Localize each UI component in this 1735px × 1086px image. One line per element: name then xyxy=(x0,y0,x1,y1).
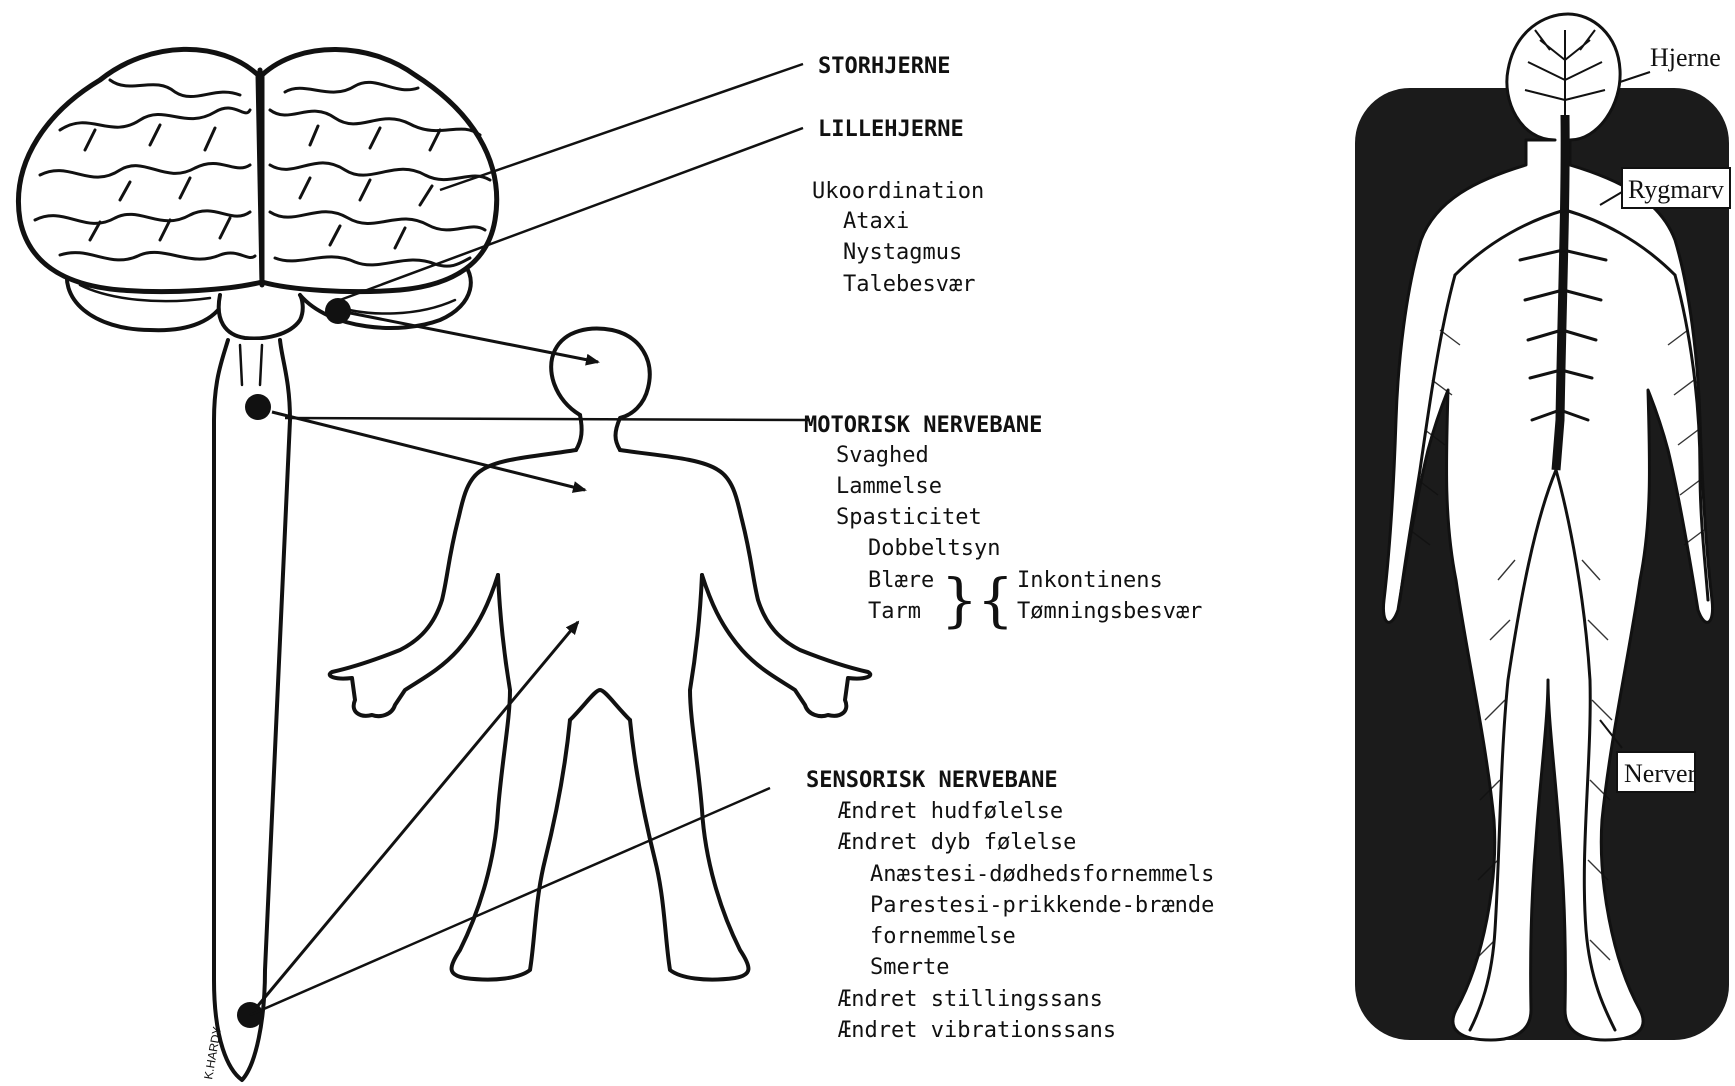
label-toemningsbesvaer: Tømningsbesvær xyxy=(1017,599,1202,624)
label-nystagmus: Nystagmus xyxy=(843,240,962,265)
label-motorisk-nervebane: MOTORISK NERVEBANE xyxy=(804,413,1042,438)
artist-signature: K.HARDY xyxy=(201,1026,224,1081)
label-spasticitet: Spasticitet xyxy=(836,505,982,530)
label-vibrationssans: Ændret vibrationssans xyxy=(838,1018,1116,1043)
label-lammelse: Lammelse xyxy=(836,474,942,499)
human-figure-outline xyxy=(330,329,871,980)
label-lillehjerne: LILLEHJERNE xyxy=(818,117,964,142)
cerebrum-label-group: STORHJERNE LILLEHJERNE Ukoordination Ata… xyxy=(812,54,984,297)
label-ataxi: Ataxi xyxy=(843,209,909,234)
label-blaere: Blære xyxy=(868,568,934,593)
label-storhjerne: STORHJERNE xyxy=(818,54,950,79)
label-dobbeltsyn: Dobbeltsyn xyxy=(868,536,1000,561)
label-anaestesi: Anæstesi-dødhedsfornemmels xyxy=(870,862,1214,887)
label-hjerne: Hjerne xyxy=(1650,43,1721,72)
label-inkontinens: Inkontinens xyxy=(1017,568,1163,593)
label-talebesvaer: Talebesvær xyxy=(843,272,975,297)
label-dyb-foelelse: Ændret dyb følelse xyxy=(838,830,1076,855)
brainstem-lesion-dot xyxy=(245,394,271,420)
label-parestesi: Parestesi-prikkende-brænde xyxy=(870,893,1214,918)
arrow-lines xyxy=(256,312,598,1008)
closing-brace-icon: } xyxy=(941,566,978,634)
label-stillingssans: Ændret stillingssans xyxy=(838,987,1103,1012)
label-sensorisk-nervebane: SENSORISK NERVEBANE xyxy=(806,768,1058,793)
sensory-label-group: SENSORISK NERVEBANE Ændret hudfølelse Æn… xyxy=(806,768,1214,1043)
label-svaghed: Svaghed xyxy=(836,443,929,468)
label-tarm: Tarm xyxy=(868,599,921,624)
brain-illustration xyxy=(18,49,496,1080)
label-nerver: Nerver xyxy=(1624,759,1697,788)
label-fornemmelse: fornemmelse xyxy=(870,924,1016,949)
motor-label-group: MOTORISK NERVEBANE Svaghed Lammelse Spas… xyxy=(804,413,1202,634)
label-ukoordination: Ukoordination xyxy=(812,179,984,204)
label-rygmarv: Rygmarv xyxy=(1628,175,1724,204)
label-hudfoelelse: Ændret hudfølelse xyxy=(838,799,1063,824)
opening-brace-icon: { xyxy=(977,566,1014,634)
right-nervous-system-illustration: Hjerne Rygmarv Nerver xyxy=(1355,14,1730,1040)
label-smerte: Smerte xyxy=(870,955,949,980)
